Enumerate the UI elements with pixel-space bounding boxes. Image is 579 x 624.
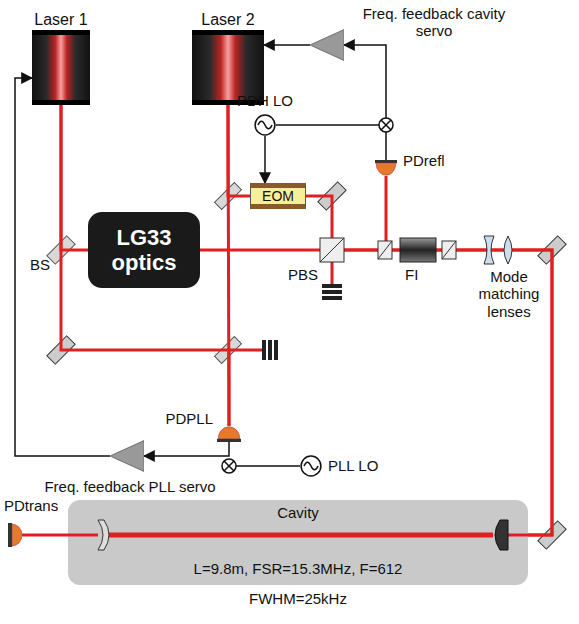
optics-box: LG33 optics — [88, 212, 200, 288]
node-label: Freq. feedback cavity servo — [354, 5, 514, 40]
node-label: PLL LO — [328, 457, 378, 474]
laser-beam — [306, 196, 552, 535]
polarizer — [378, 241, 392, 259]
rf-wire — [276, 124, 379, 126]
photodiode: PDrefl — [375, 160, 397, 176]
faraday-isolator — [400, 238, 436, 262]
pbs-cube — [320, 238, 344, 262]
box-title: Cavity — [68, 504, 528, 521]
laser-beam — [61, 105, 229, 426]
beam-dump — [262, 340, 278, 360]
node-label: FWHM=25kHz — [249, 590, 347, 607]
node-label: Laser 2 — [201, 11, 254, 29]
oscillator: PDH LO — [254, 114, 276, 136]
box-title: LG33 optics — [108, 225, 180, 276]
part-label: PBS — [288, 266, 318, 283]
node-shape — [300, 455, 322, 477]
mixer — [379, 118, 393, 132]
signal-wire — [264, 136, 266, 183]
node-shape — [310, 29, 344, 61]
signal-wire — [144, 442, 229, 456]
node-shape — [254, 114, 276, 136]
lens — [504, 236, 512, 264]
lens — [484, 236, 494, 264]
photodiode: PDtrans — [8, 523, 22, 547]
node-label: PDPLL — [165, 410, 213, 427]
polarizer-diagonal — [442, 241, 456, 259]
laser-beam — [331, 262, 334, 284]
node-label: PDtrans — [4, 497, 58, 514]
part-label: FI — [405, 266, 418, 283]
servo-amplifier: Freq. feedback cavity servo — [310, 29, 344, 61]
polarizer-diagonal — [378, 241, 392, 259]
node-label: Laser 1 — [34, 11, 87, 29]
laser-box: Laser 1 — [32, 30, 90, 105]
eom-box: EOM — [250, 183, 306, 209]
beam-dump — [322, 284, 342, 300]
laser-beam — [229, 349, 262, 352]
box-title: EOM — [262, 188, 294, 204]
node-shape — [110, 440, 144, 472]
signal-wire — [344, 45, 386, 160]
cavity-parameters: L=9.8m, FSR=15.3MHz, F=612 — [68, 560, 528, 577]
node-label: Freq. feedback PLL servo — [44, 478, 215, 495]
polarizer — [442, 241, 456, 259]
laser-beam — [200, 250, 552, 535]
part-label: Mode matching lenses — [472, 268, 546, 320]
node-label: PDrefl — [403, 152, 445, 169]
cavity-box: CavityL=9.8m, FSR=15.3MHz, F=612FWHM=25k… — [68, 500, 528, 585]
oscillator: PLL LO — [300, 455, 322, 477]
laser-beam — [22, 534, 68, 537]
node-shape — [8, 523, 22, 547]
photodiode: PDPLL — [217, 426, 241, 442]
part-label: BS — [30, 256, 50, 273]
signal-wire — [264, 44, 310, 46]
mixer — [222, 459, 236, 473]
servo-amplifier: Freq. feedback PLL servo — [110, 440, 144, 472]
laser-beam — [385, 176, 388, 248]
laser-beam — [228, 105, 250, 196]
rf-wire — [236, 465, 300, 467]
pbs-diagonal — [320, 238, 344, 262]
node-shape — [375, 160, 397, 176]
laser-beam — [61, 105, 88, 250]
node-shape — [217, 426, 241, 442]
node-label: PDH LO — [237, 92, 293, 109]
